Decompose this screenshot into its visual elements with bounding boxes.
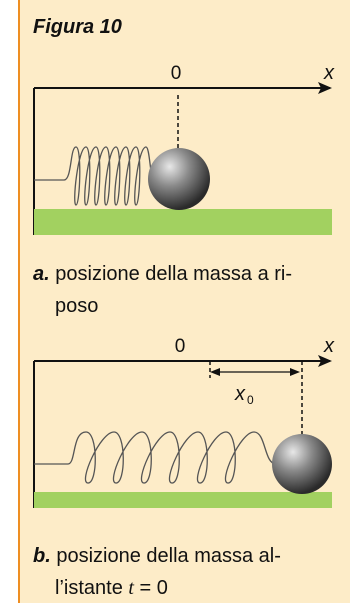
caption-b-line1: posizione della massa al- — [56, 545, 281, 567]
displacement-label: x — [234, 383, 246, 405]
spring-a — [34, 146, 155, 206]
panel-b-diagram: 0 x x 0 — [33, 335, 335, 508]
mass-a — [148, 148, 210, 210]
x-axis-arrow-b — [318, 355, 332, 367]
caption-a-line2: poso — [55, 295, 99, 317]
caption-a: a. posizione della massa a ri- poso — [33, 258, 343, 322]
mass-b — [272, 434, 332, 494]
displacement-subscript: 0 — [247, 393, 254, 407]
ground-a — [34, 209, 332, 235]
panel-a-diagram: 0 x — [33, 62, 335, 235]
caption-b-line2-var: t — [128, 577, 134, 599]
caption-b-label: b. — [33, 545, 51, 567]
caption-a-line1: posizione della massa a ri- — [55, 263, 293, 285]
displacement-arrow-right — [290, 368, 300, 376]
axis-label-b: x — [323, 335, 335, 357]
caption-b-line2-prefix: l’istante — [55, 577, 129, 599]
displacement-arrow-left — [210, 368, 220, 376]
figure-frame: Figura 10 0 x a. posizione della massa a… — [18, 0, 350, 603]
axis-label-a: x — [323, 62, 335, 84]
caption-b-line2-suffix: = 0 — [133, 577, 168, 599]
origin-label-a: 0 — [171, 63, 182, 84]
ground-b — [34, 492, 332, 508]
origin-label-b: 0 — [175, 336, 186, 357]
figure-title: Figura 10 — [33, 16, 122, 38]
caption-b: b. posizione della massa al- l’istante t… — [33, 540, 343, 604]
spring-b — [34, 431, 282, 484]
caption-a-label: a. — [33, 263, 50, 285]
caption-b-line2: l’istante t = 0 — [33, 572, 343, 604]
x-axis-arrow-a — [318, 82, 332, 94]
